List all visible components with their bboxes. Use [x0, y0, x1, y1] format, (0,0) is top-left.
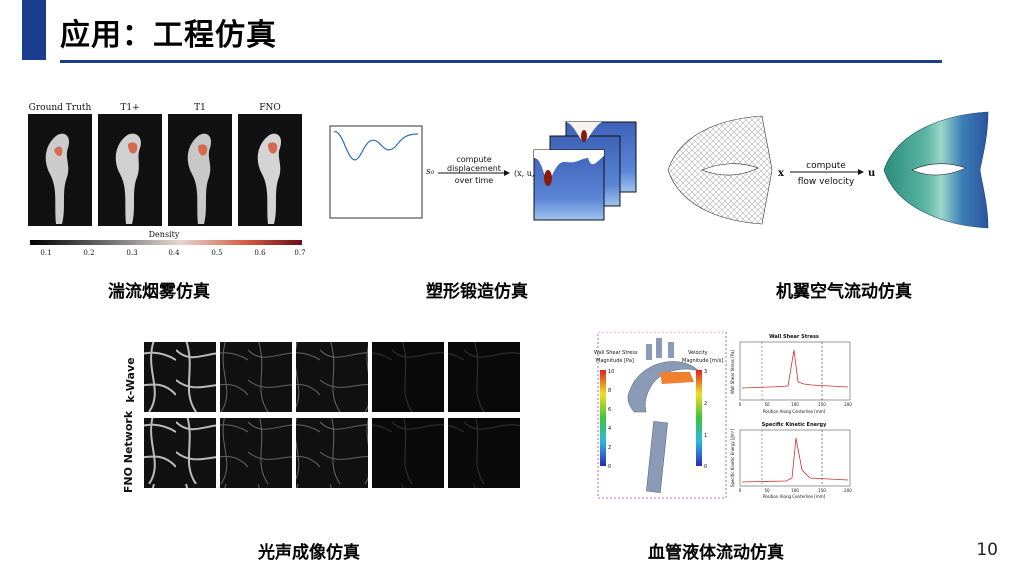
plot-wss-xlabel: Position Along Centerline [mm] [763, 409, 826, 414]
airfoil-output-symbol: u [868, 168, 875, 179]
smoke-simulation-figure: Ground Truth T1+ T1 FNO Density 0.1 0.2 … [28, 103, 306, 257]
smoke-col-label-2: T1+ [120, 103, 139, 113]
legend-vel-tick: 3 [704, 369, 707, 375]
plot-ske-xtick: 100 [791, 488, 799, 493]
caption-blood-flow: 血管液体流动仿真 [648, 543, 784, 563]
smoke-cbar-tick: 0.4 [168, 249, 180, 257]
title-accent-bar [22, 0, 46, 60]
smoke-col-label-3: T1 [194, 103, 206, 113]
legend-wss-tick: 0 [608, 464, 611, 470]
smoke-cbar-tick: 0.2 [83, 249, 94, 257]
pa-row-label-fno: FNO Network [122, 410, 135, 492]
caption-airfoil: 机翼空气流动仿真 [776, 282, 912, 302]
smoke-frames [28, 114, 302, 226]
page-number: 10 [976, 540, 998, 560]
airfoil-simulation-figure: x compute flow velocity u [667, 111, 989, 229]
aorta-model [627, 361, 701, 413]
blood-flow-figure: Wall Shear Stress Magnitude [Pa] 10 8 6 … [594, 332, 852, 499]
forging-input-symbol: s₀ [426, 167, 435, 177]
airfoil-input-symbol: x [778, 168, 785, 179]
plot-wss-xtick: 100 [791, 402, 799, 407]
plot-wss-xtick: 200 [844, 402, 852, 407]
pa-kwave-row [144, 342, 520, 412]
airfoil-arrow-text-2: flow velocity [798, 177, 855, 187]
plot-ske-xtick: 50 [764, 488, 770, 493]
plot-wss-xtick: 150 [818, 402, 826, 407]
pa-row-label-kwave: k-Wave [124, 357, 137, 402]
forging-arrow-text-2: displacement [447, 164, 501, 173]
legend-wss-tick: 4 [608, 426, 611, 432]
legend-vel-title-2: Magnitude [m/s] [682, 358, 723, 364]
slide-title: 应用：工程仿真 [60, 18, 277, 53]
forging-output-frames [533, 121, 637, 221]
plot-wss-ylabel: Wall Shear Stress [Pa] [730, 350, 735, 394]
forging-simulation-figure: s₀ compute displacement over time (x, u,… [329, 121, 637, 221]
smoke-col-label-1: Ground Truth [29, 103, 92, 113]
smoke-cbar-tick: 0.3 [126, 249, 137, 257]
plot-ske-xtick: 200 [844, 488, 852, 493]
legend-wss-tick: 8 [608, 388, 611, 394]
plot-wss-xtick: 0 [739, 402, 742, 407]
caption-forging: 塑形锻造仿真 [426, 282, 528, 302]
title-underline [60, 60, 942, 63]
smoke-col-label-4: FNO [259, 103, 281, 113]
legend-vel-tick: 2 [704, 401, 707, 407]
legend-vel-tick: 1 [704, 433, 707, 439]
plot-wss-curve [741, 349, 849, 389]
plot-wss-xtick: 50 [764, 402, 770, 407]
caption-smoke: 湍流烟雾仿真 [108, 282, 210, 302]
smoke-colorbar [30, 240, 302, 245]
smoke-cbar-tick: 0.1 [40, 249, 51, 257]
plot-ske-xtick: 150 [818, 488, 826, 493]
smoke-cbar-tick: 0.5 [211, 249, 222, 257]
plot-ske-title: Specific Kinetic Energy [762, 422, 827, 428]
plot-ske-curve [741, 437, 849, 483]
photoacoustic-figure: k-Wave FNO Network [122, 342, 520, 492]
pa-fno-row [144, 418, 520, 488]
forging-output-symbol: (x, u, t) [514, 169, 543, 178]
caption-photoacoustic: 光声成像仿真 [258, 543, 360, 563]
plot-ske-xlabel: Position Along Centerline [mm] [763, 494, 826, 499]
smoke-cbar-tick: 0.7 [294, 249, 305, 257]
smoke-colorbar-label: Density [149, 230, 180, 239]
plot-ske-ylabel: Specific Kinetic Energy [J/m³] [730, 428, 735, 487]
airfoil-arrow-text-1: compute [806, 161, 846, 171]
legend-vel-tick: 0 [704, 464, 707, 470]
forging-arrow-text-3: over time [455, 176, 494, 185]
legend-wss-tick: 10 [608, 369, 614, 375]
legend-vel-bar [696, 370, 702, 466]
forging-arrow-text-1: compute [456, 155, 491, 164]
legend-wss-tick: 6 [608, 407, 611, 413]
legend-wss-bar [600, 370, 606, 466]
legend-wss-tick: 2 [608, 445, 611, 451]
legend-wss-title-1: Wall Shear Stress [594, 350, 638, 356]
legend-vel-title-1: Velocity [688, 350, 708, 356]
plot-wss-title: Wall Shear Stress [769, 334, 819, 340]
smoke-cbar-tick: 0.6 [254, 249, 266, 257]
legend-wss-title-2: Magnitude [Pa] [596, 358, 634, 364]
plot-ske-xtick: 0 [739, 488, 742, 493]
forging-input-curve [333, 131, 419, 161]
